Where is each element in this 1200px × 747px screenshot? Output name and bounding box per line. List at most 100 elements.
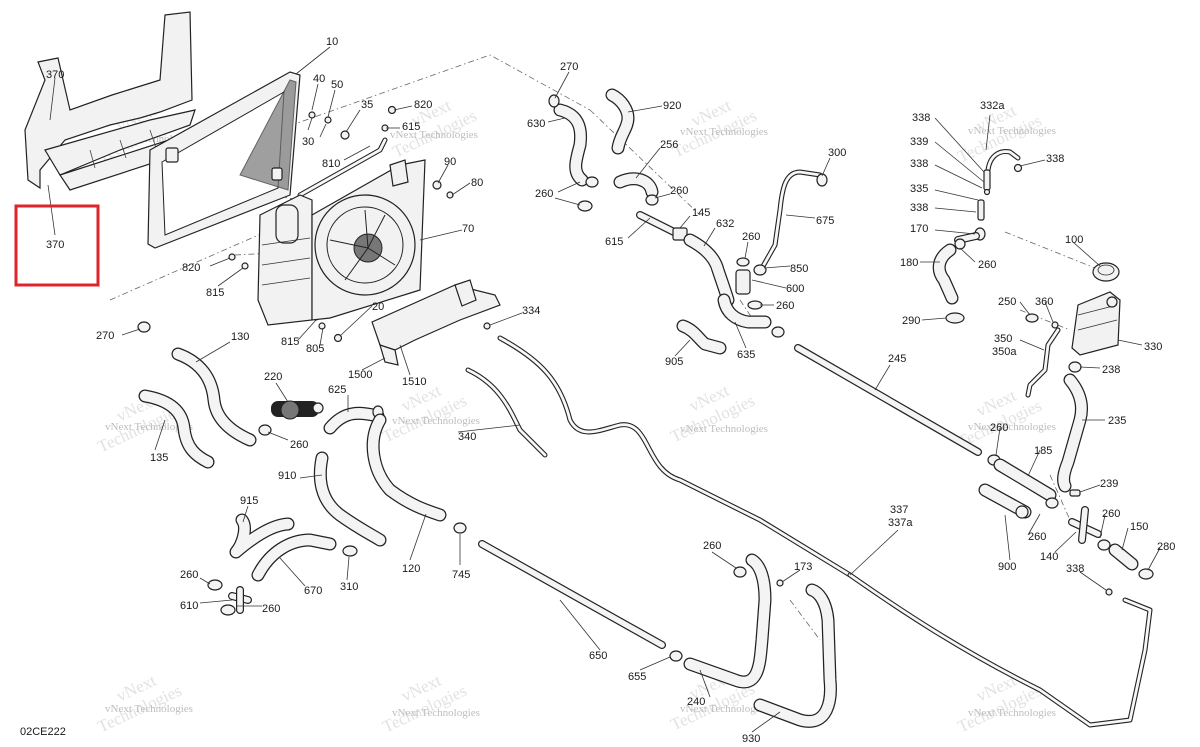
coolant-pipe-650[interactable] <box>478 540 683 662</box>
part-label[interactable]: 120 <box>402 563 420 575</box>
part-label[interactable]: 140 <box>1040 551 1058 563</box>
part-label[interactable]: 260 <box>670 185 688 197</box>
part-label[interactable]: 335 <box>910 183 928 195</box>
part-label[interactable]: 655 <box>628 671 646 683</box>
part-label[interactable]: 40 <box>313 73 325 85</box>
vent-tube-337[interactable] <box>847 572 1153 728</box>
radiator-10[interactable] <box>147 71 301 249</box>
hose-130[interactable] <box>171 347 257 447</box>
part-label[interactable]: 745 <box>452 569 470 581</box>
hose-670[interactable] <box>251 533 358 582</box>
part-label[interactable]: 130 <box>231 331 249 343</box>
part-label[interactable]: 810 <box>322 158 340 170</box>
part-label[interactable]: 338 <box>1046 153 1064 165</box>
t-fitting-140[interactable] <box>1068 506 1111 551</box>
part-label[interactable]: 250 <box>998 296 1016 308</box>
part-label[interactable]: 350a <box>992 346 1017 358</box>
part-label[interactable]: 630 <box>527 118 545 130</box>
fitting-600[interactable] <box>735 257 763 310</box>
part-label[interactable]: 145 <box>692 207 710 219</box>
part-label[interactable]: 173 <box>794 561 812 573</box>
part-label[interactable]: 339 <box>910 136 928 148</box>
part-label[interactable]: 100 <box>1065 234 1083 246</box>
part-label[interactable]: 334 <box>522 305 540 317</box>
hose-170[interactable] <box>954 227 986 250</box>
part-label[interactable]: 240 <box>687 696 705 708</box>
part-label[interactable]: 80 <box>471 177 483 189</box>
hose-630[interactable] <box>548 94 599 212</box>
part-label[interactable]: 50 <box>331 79 343 91</box>
part-label[interactable]: 915 <box>240 495 258 507</box>
part-label[interactable]: 632 <box>716 218 734 230</box>
vent-fittings-335[interactable] <box>977 169 991 221</box>
part-label[interactable]: 300 <box>828 147 846 159</box>
part-label[interactable]: 1510 <box>402 376 426 388</box>
part-label[interactable]: 805 <box>306 343 324 355</box>
hose-915[interactable] <box>229 513 295 559</box>
part-label[interactable]: 850 <box>790 263 808 275</box>
part-label[interactable]: 675 <box>816 215 834 227</box>
part-label[interactable]: 1500 <box>348 369 372 381</box>
cap-100[interactable] <box>1092 262 1120 282</box>
part-label[interactable]: 185 <box>1034 445 1052 457</box>
part-label[interactable]: 920 <box>663 100 681 112</box>
part-label[interactable]: 905 <box>665 356 683 368</box>
hose-180[interactable] <box>932 243 959 305</box>
hose-256[interactable] <box>613 172 659 206</box>
part-label[interactable]: 635 <box>737 349 755 361</box>
part-label[interactable]: 150 <box>1130 521 1148 533</box>
part-label[interactable]: 20 <box>372 301 384 313</box>
breather-tube-340[interactable] <box>465 367 548 458</box>
hose-240[interactable] <box>733 566 837 728</box>
hose-905[interactable] <box>676 319 727 355</box>
hose-150[interactable] <box>1108 543 1154 580</box>
fitting-238[interactable] <box>1068 361 1082 373</box>
hose-185[interactable] <box>993 458 1059 509</box>
hose-900[interactable] <box>978 483 1032 519</box>
part-label[interactable]: 260 <box>290 439 308 451</box>
part-label[interactable]: 170 <box>910 223 928 235</box>
part-label[interactable]: 337a <box>888 517 913 529</box>
part-label-highlighted[interactable]: 370 <box>46 239 64 251</box>
part-label[interactable]: 350 <box>994 333 1012 345</box>
part-label[interactable]: 338 <box>910 158 928 170</box>
part-label[interactable]: 330 <box>1144 341 1162 353</box>
hose-930[interactable] <box>683 553 772 689</box>
part-label[interactable]: 670 <box>304 585 322 597</box>
part-label[interactable]: 600 <box>786 283 804 295</box>
part-label[interactable]: 360 <box>1035 296 1053 308</box>
part-label[interactable]: 270 <box>560 61 578 73</box>
cap-290[interactable] <box>945 312 965 324</box>
fitting-615[interactable] <box>636 211 688 241</box>
part-label[interactable]: 338 <box>910 202 928 214</box>
part-label[interactable]: 332a <box>980 100 1005 112</box>
coolant-pipe-245[interactable] <box>794 344 1001 466</box>
part-label[interactable]: 70 <box>462 223 474 235</box>
part-label[interactable]: 260 <box>990 422 1008 434</box>
clamp-270[interactable] <box>137 321 151 333</box>
part-label[interactable]: 650 <box>589 650 607 662</box>
part-label[interactable]: 256 <box>660 139 678 151</box>
part-label[interactable]: 910 <box>278 470 296 482</box>
part-label[interactable]: 625 <box>328 384 346 396</box>
fitting-239[interactable] <box>1069 489 1081 497</box>
hose-675[interactable] <box>753 169 828 276</box>
part-label[interactable]: 338 <box>1066 563 1084 575</box>
part-label[interactable]: 610 <box>180 600 198 612</box>
part-label[interactable]: 260 <box>535 188 553 200</box>
mount-bracket-1500[interactable] <box>371 279 501 366</box>
part-label[interactable]: 280 <box>1157 541 1175 553</box>
part-label[interactable]: 260 <box>1102 508 1120 520</box>
part-label[interactable]: 239 <box>1100 478 1118 490</box>
part-label[interactable]: 235 <box>1108 415 1126 427</box>
part-label[interactable]: 615 <box>605 236 623 248</box>
part-label[interactable]: 30 <box>302 136 314 148</box>
fitting-610[interactable] <box>207 579 252 616</box>
heater-tube-334[interactable] <box>497 335 853 578</box>
part-label[interactable]: 245 <box>888 353 906 365</box>
thermostat-housing-220[interactable] <box>258 400 324 436</box>
part-label[interactable]: 35 <box>361 99 373 111</box>
hose-235[interactable] <box>1057 373 1089 493</box>
part-label[interactable]: 260 <box>776 300 794 312</box>
part-label[interactable]: 930 <box>742 733 760 745</box>
